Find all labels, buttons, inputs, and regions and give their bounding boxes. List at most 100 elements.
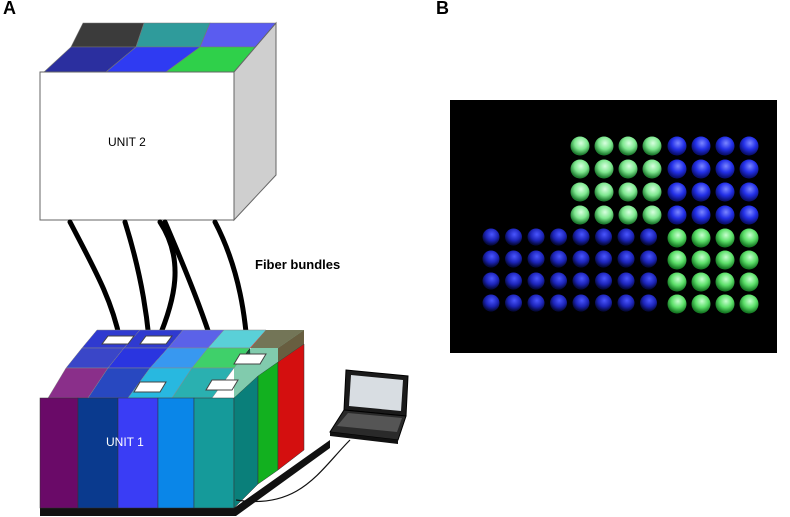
led	[505, 272, 522, 290]
unit1-column	[257, 361, 279, 485]
led	[691, 136, 711, 156]
unit1-column	[157, 397, 195, 509]
led	[640, 272, 657, 290]
unit1-column	[39, 397, 79, 509]
led-grid	[482, 136, 759, 314]
led	[691, 205, 711, 225]
unit1-label: UNIT 1	[106, 435, 144, 449]
led	[739, 205, 759, 225]
led	[739, 136, 759, 156]
led	[667, 205, 687, 225]
led	[572, 250, 590, 268]
unit1-base	[40, 440, 330, 516]
led	[570, 136, 590, 156]
unit2-label: UNIT 2	[108, 135, 146, 149]
led	[572, 228, 590, 246]
led	[715, 205, 735, 225]
led	[715, 272, 735, 292]
laptop-screen	[349, 375, 403, 411]
led	[617, 250, 635, 268]
led	[715, 294, 735, 314]
led	[482, 272, 500, 290]
laptop-keyboard	[337, 413, 402, 432]
led	[594, 136, 614, 156]
led	[570, 205, 590, 225]
unit1-column	[77, 397, 119, 509]
led-photo	[450, 100, 777, 353]
led	[739, 294, 759, 314]
led	[570, 182, 590, 202]
led	[715, 136, 735, 156]
panel-b-label: B	[436, 0, 449, 18]
led	[691, 228, 711, 248]
led	[739, 228, 759, 248]
led	[739, 159, 759, 179]
led	[618, 182, 638, 202]
unit-1: UNIT 1	[39, 329, 330, 516]
fiber-bundle	[155, 219, 178, 343]
led	[570, 159, 590, 179]
led	[550, 228, 567, 246]
led	[642, 205, 662, 225]
led	[715, 159, 735, 179]
led	[550, 250, 567, 268]
led	[505, 228, 522, 246]
led	[715, 228, 735, 248]
fiber-connector	[101, 335, 135, 345]
led	[572, 294, 590, 312]
unit1-column	[117, 397, 159, 509]
led	[617, 294, 635, 312]
led	[595, 294, 612, 312]
led	[667, 159, 687, 179]
led	[715, 182, 735, 202]
fiber-connector	[205, 379, 239, 391]
led	[691, 294, 711, 314]
led	[618, 205, 638, 225]
led	[667, 228, 687, 248]
led	[691, 159, 711, 179]
led	[595, 228, 612, 246]
led	[739, 182, 759, 202]
led	[482, 294, 500, 312]
led	[667, 294, 687, 314]
fiber-connector	[233, 353, 267, 365]
unit2-front-face	[39, 71, 235, 221]
led	[594, 159, 614, 179]
led	[527, 228, 545, 246]
led	[618, 159, 638, 179]
led	[667, 272, 687, 292]
led	[482, 250, 500, 268]
unit2-side-face	[233, 21, 277, 222]
panel-a-label: A	[3, 0, 16, 18]
led	[739, 272, 759, 292]
unit1-column	[193, 397, 235, 509]
fiber-connector	[139, 335, 173, 345]
led	[482, 228, 500, 246]
led	[715, 250, 735, 270]
led	[527, 250, 545, 268]
fiber-bundles-label: Fiber bundles	[255, 257, 340, 272]
led	[642, 182, 662, 202]
led	[594, 205, 614, 225]
led	[550, 294, 567, 312]
led	[667, 250, 687, 270]
led	[739, 250, 759, 270]
led	[617, 228, 635, 246]
led	[642, 136, 662, 156]
led	[618, 136, 638, 156]
usb-cable	[235, 439, 351, 503]
led	[691, 182, 711, 202]
led	[505, 294, 522, 312]
led	[640, 228, 657, 246]
led	[667, 136, 687, 156]
fiber-connectors	[101, 335, 267, 393]
led	[640, 250, 657, 268]
led	[550, 272, 567, 290]
led	[667, 182, 687, 202]
led	[617, 272, 635, 290]
laptop-front-edge	[330, 432, 398, 444]
led	[595, 250, 612, 268]
fiber-bundle	[67, 219, 123, 343]
unit2-top-cell	[135, 22, 211, 48]
unit1-column	[277, 343, 305, 471]
